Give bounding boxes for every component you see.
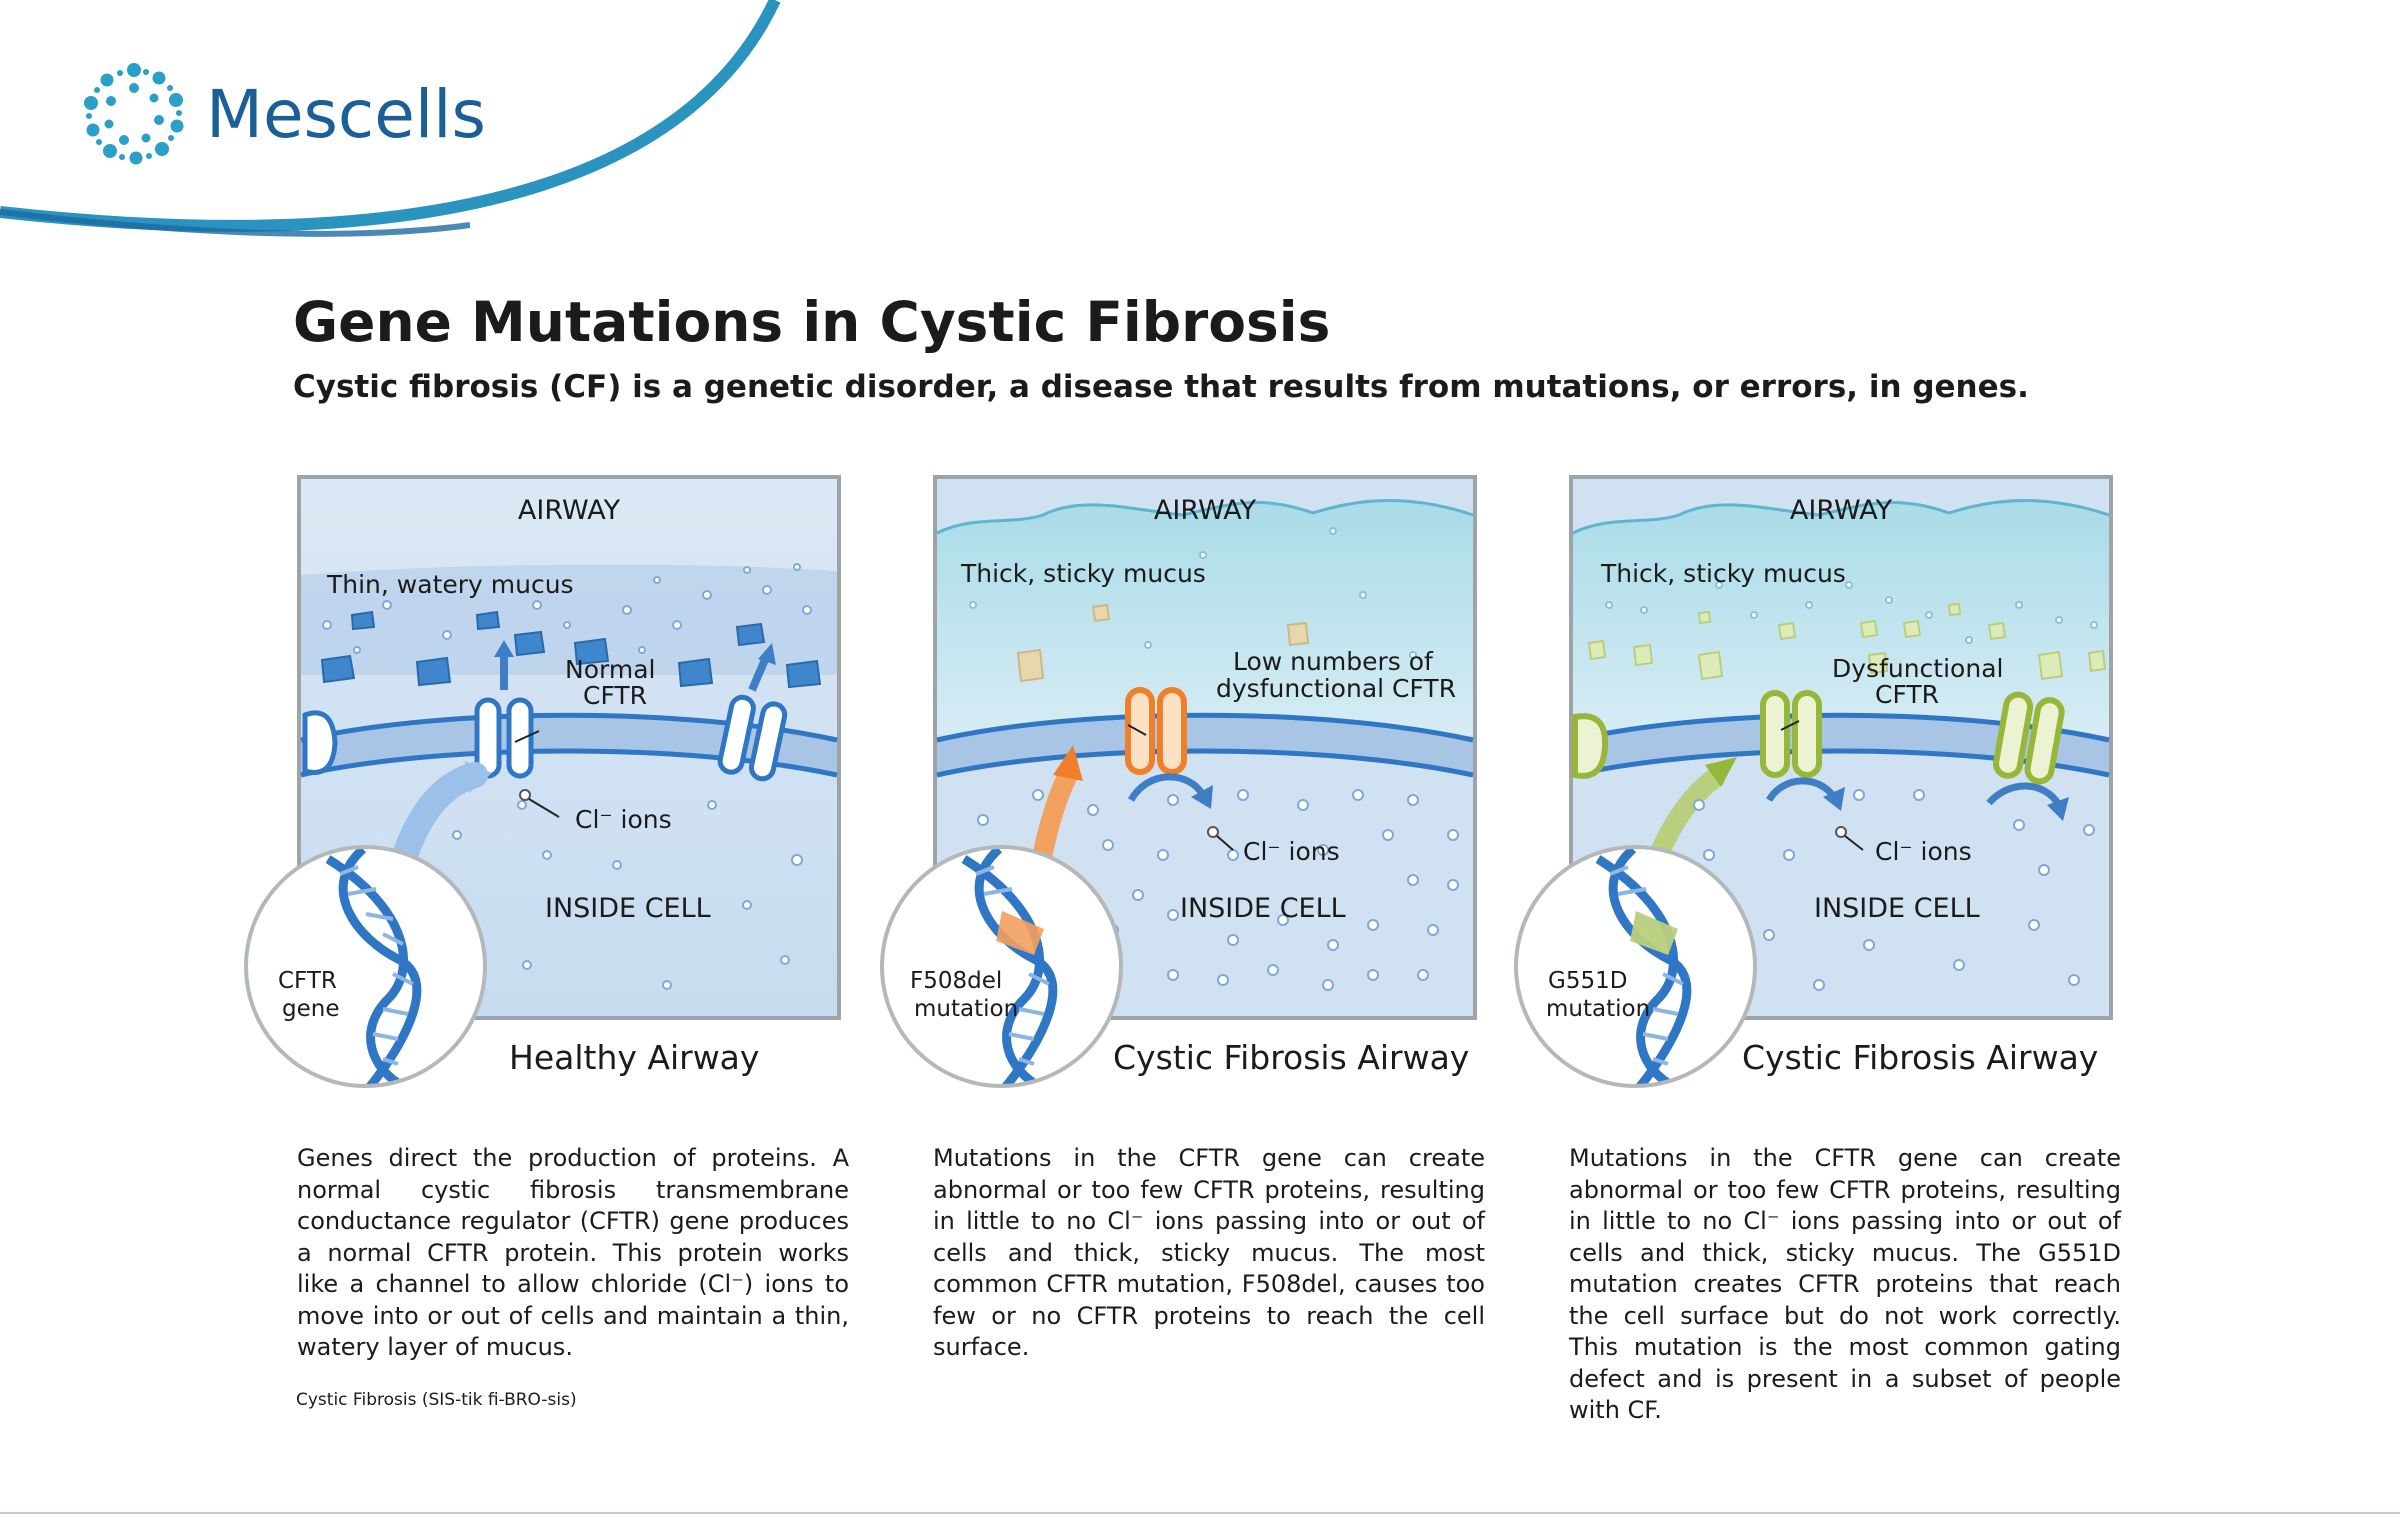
bottom-divider (0, 1512, 2400, 1514)
inside-cell-label: INSIDE CELL (545, 893, 711, 924)
panel-description: Mutations in the CFTR gene can create ab… (933, 1144, 1485, 1361)
panel-g551d-airway: AIRWAY Thick, sticky mucus Dysfunctional… (1569, 475, 2113, 1077)
header-swoosh (0, 0, 781, 237)
gene-label-line1: F508del (910, 968, 1003, 994)
gene-label-line2: gene (282, 996, 340, 1022)
ions-label: Cl⁻ ions (1875, 837, 1972, 866)
gene-label-line1: G551D (1548, 968, 1628, 994)
panel-caption: Healthy Airway (509, 1038, 760, 1077)
g551d-airway-illustration (1569, 475, 2113, 1020)
gene-magnifier: G551D mutation (1514, 845, 1757, 1088)
gene-label-line2: mutation (1546, 996, 1651, 1022)
gene-label-line2: mutation (914, 996, 1019, 1022)
protein-label-line2: dysfunctional CFTR (1216, 674, 1457, 703)
ions-label: Cl⁻ ions (575, 805, 672, 834)
brand-name: Mescells (206, 75, 486, 153)
airway-label: AIRWAY (1789, 495, 1893, 526)
protein-label-line2: CFTR (583, 681, 648, 710)
panel-caption: Cystic Fibrosis Airway (1742, 1038, 2099, 1077)
pronunciation-note: Cystic Fibrosis (SIS-tik fi-BRO-sis) (296, 1390, 577, 1410)
dna-helix-icon (325, 849, 422, 1084)
mucus-label: Thick, sticky mucus (1601, 559, 1846, 588)
gene-magnifier: CFTR gene (244, 845, 487, 1088)
protein-label-line1: Dysfunctional (1832, 654, 2004, 683)
airway-label: AIRWAY (517, 495, 621, 526)
protein-label-line2: CFTR (1875, 680, 1940, 709)
brand-logo[interactable]: Mescells (80, 60, 486, 168)
dna-helix-icon (1595, 849, 1692, 1084)
ions-label: Cl⁻ ions (1243, 837, 1340, 866)
inside-cell-label: INSIDE CELL (1814, 893, 1980, 924)
mucus-label: Thick, sticky mucus (961, 559, 1206, 588)
gene-magnifier: F508del mutation (880, 845, 1123, 1088)
panel-description: Genes direct the production of proteins.… (297, 1144, 849, 1361)
gene-label-line1: CFTR (278, 968, 337, 994)
logo-mark-icon (84, 63, 184, 165)
protein-label-line1: Low numbers of (1233, 647, 1433, 676)
panel-caption: Cystic Fibrosis Airway (1113, 1038, 1470, 1077)
mucus-label: Thin, watery mucus (327, 570, 574, 599)
page-title: Gene Mutations in Cystic Fibrosis (293, 290, 1331, 354)
page-subtitle: Cystic fibrosis (CF) is a genetic disord… (293, 369, 2029, 405)
protein-label-line1: Normal (565, 655, 656, 684)
airway-label: AIRWAY (1153, 495, 1257, 526)
inside-cell-label: INSIDE CELL (1180, 893, 1346, 924)
dna-helix-icon (961, 849, 1058, 1084)
panel-description: Mutations in the CFTR gene can create ab… (1569, 1144, 2121, 1424)
